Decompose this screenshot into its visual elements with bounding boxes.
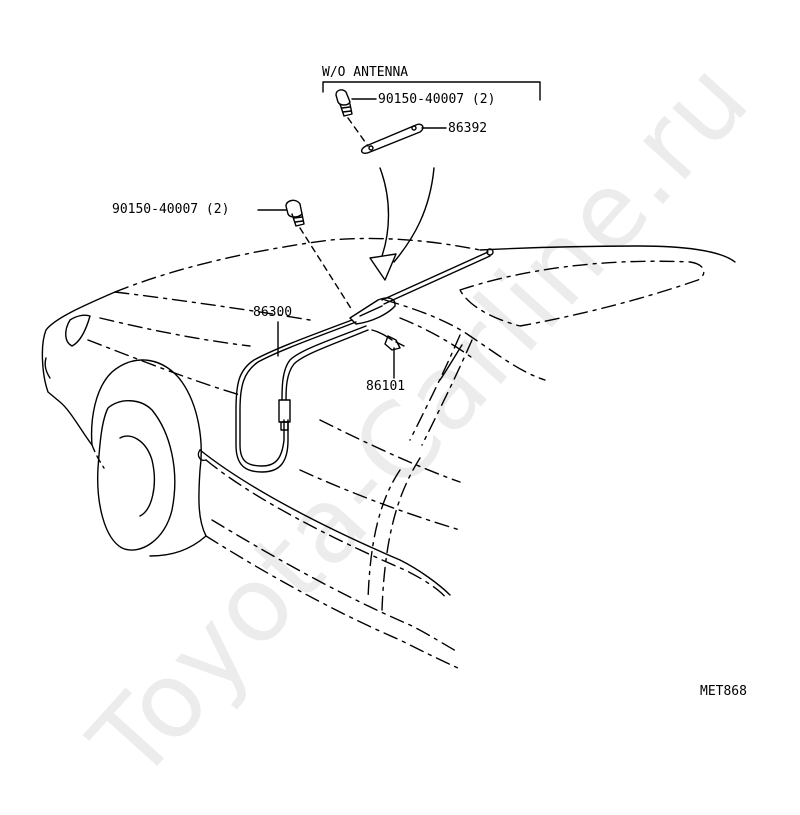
variant-label: W/O ANTENNA xyxy=(322,65,409,80)
antenna-assembly xyxy=(235,248,494,473)
diagram-code: MET868 xyxy=(700,684,747,699)
part-label-bracket: 86392 xyxy=(448,121,488,136)
variant-group-bracket xyxy=(322,81,541,101)
bolt-left-icon xyxy=(285,199,305,227)
car-body-outline xyxy=(41,237,736,669)
assembly-guide-lines xyxy=(299,117,369,311)
part-label-bolt-left: 90150-40007 (2) xyxy=(112,202,230,217)
part-label-cable: 86300 xyxy=(253,305,293,320)
bracket-icon xyxy=(360,123,424,155)
bolt-top-icon xyxy=(335,89,353,117)
leader-lines xyxy=(257,98,447,379)
part-label-antenna: 86101 xyxy=(366,379,406,394)
part-label-bolt-top: 90150-40007 (2) xyxy=(378,92,496,107)
assembly-arrow-icon xyxy=(369,167,435,281)
